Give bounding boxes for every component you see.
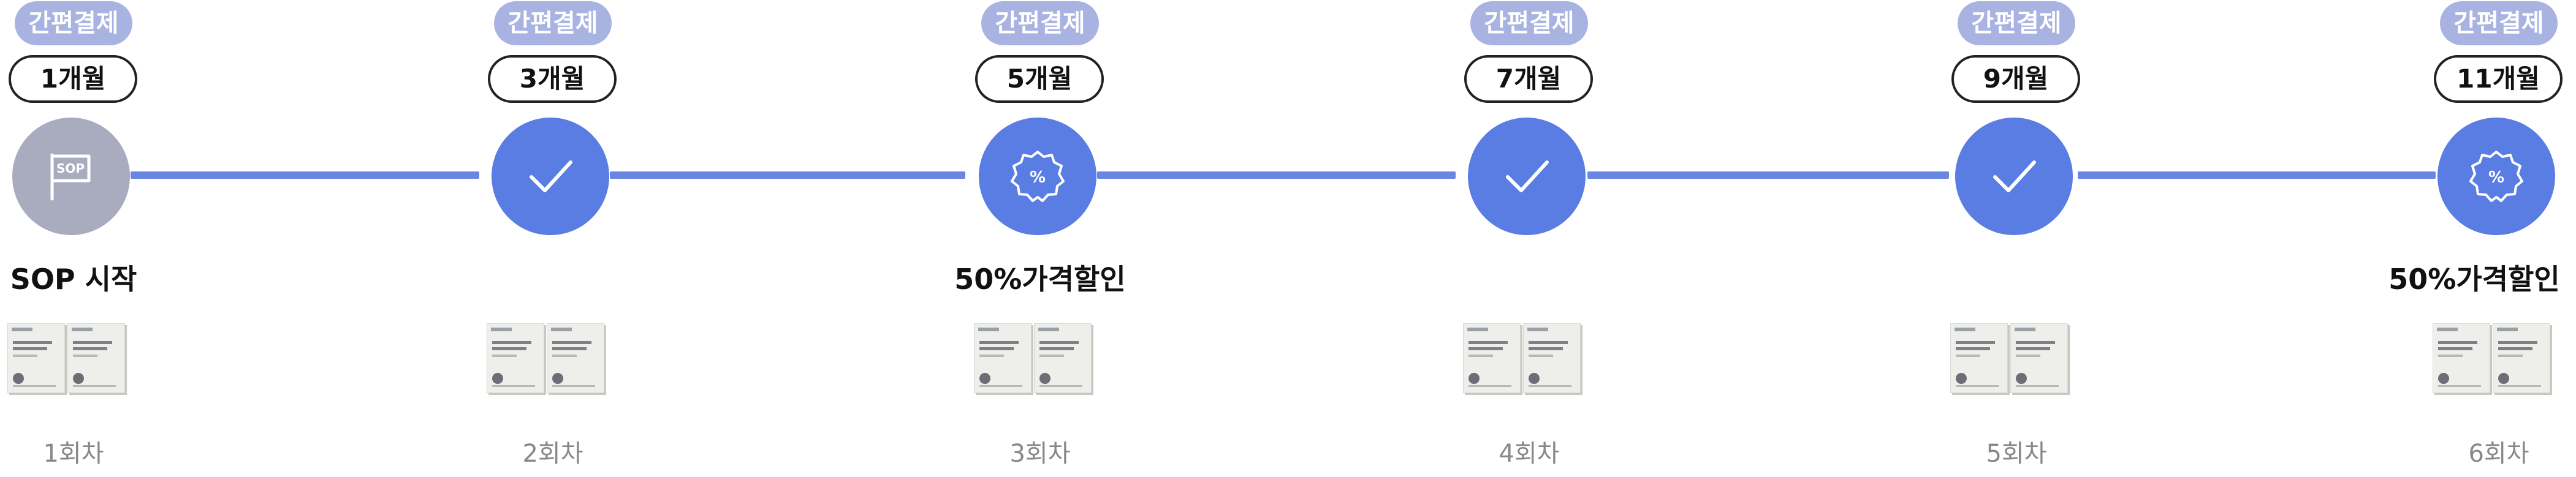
step-node-discount: % <box>979 118 1096 235</box>
check-icon <box>1993 160 2036 192</box>
round-label: 3회차 <box>1009 440 1071 468</box>
sop-badge-text: SOP <box>56 161 85 176</box>
timeline-step-5: 간편결제 9개월 5회차 <box>1943 0 2090 477</box>
percent-symbol: % <box>2488 168 2504 187</box>
round-label: 5회차 <box>1986 440 2047 468</box>
payment-method-badge: 간편결제 <box>15 1 132 45</box>
percent-badge-icon: % <box>1011 151 1065 202</box>
timeline-connector <box>1587 171 1949 179</box>
timeline-connector <box>610 171 965 179</box>
step-node-discount: % <box>2437 118 2555 235</box>
product-packs-image <box>1463 323 1586 393</box>
percent-badge-icon: % <box>2469 151 2523 202</box>
payment-method-badge: 간편결제 <box>981 1 1099 45</box>
month-pill: 1개월 <box>9 55 137 103</box>
round-label: 6회차 <box>2468 440 2529 468</box>
step-node-done <box>492 118 609 235</box>
sop-flag-icon: SOP <box>50 153 91 201</box>
round-label: 2회차 <box>522 440 583 468</box>
product-packs-image <box>2433 323 2555 393</box>
check-icon <box>530 160 572 192</box>
timeline-connector <box>131 171 479 179</box>
product-packs-image <box>487 323 609 393</box>
event-label: 50%가격할인 <box>954 263 1126 296</box>
timeline-step-6: 간편결제 11개월 % 50%가격할인 6회차 <box>2388 0 2572 477</box>
month-pill: 9개월 <box>1951 55 2080 103</box>
month-pill: 11개월 <box>2434 55 2563 103</box>
month-pill: 5개월 <box>975 55 1104 103</box>
product-packs-image <box>7 323 130 393</box>
step-node-done <box>1468 118 1586 235</box>
payment-method-badge: 간편결제 <box>2440 1 2558 45</box>
step-node-start: SOP <box>12 118 130 235</box>
timeline-step-4: 간편결제 7개월 4회차 <box>1456 0 1603 477</box>
product-packs-image <box>1950 323 2073 393</box>
payment-method-badge: 간편결제 <box>1470 1 1588 45</box>
payment-method-badge: 간편결제 <box>1958 1 2075 45</box>
event-label: SOP 시작 <box>10 263 137 296</box>
payment-method-badge: 간편결제 <box>494 1 612 45</box>
check-icon <box>1506 160 1549 192</box>
timeline-connector <box>1097 171 1456 179</box>
timeline-step-3: 간편결제 5개월 % 50%가격할인 3회차 <box>954 0 1126 477</box>
timeline-step-1: 간편결제 1개월 SOP SOP 시작 1회차 <box>0 0 147 477</box>
event-label: 50%가격할인 <box>2388 263 2560 296</box>
timeline-step-2: 간편결제 3개월 2회차 <box>479 0 626 477</box>
step-node-done <box>1955 118 2073 235</box>
product-packs-image <box>974 323 1096 393</box>
round-label: 1회차 <box>43 440 104 468</box>
timeline-connector <box>2078 171 2436 179</box>
round-label: 4회차 <box>1499 440 1560 468</box>
month-pill: 7개월 <box>1464 55 1593 103</box>
percent-symbol: % <box>1030 168 1046 187</box>
month-pill: 3개월 <box>488 55 617 103</box>
